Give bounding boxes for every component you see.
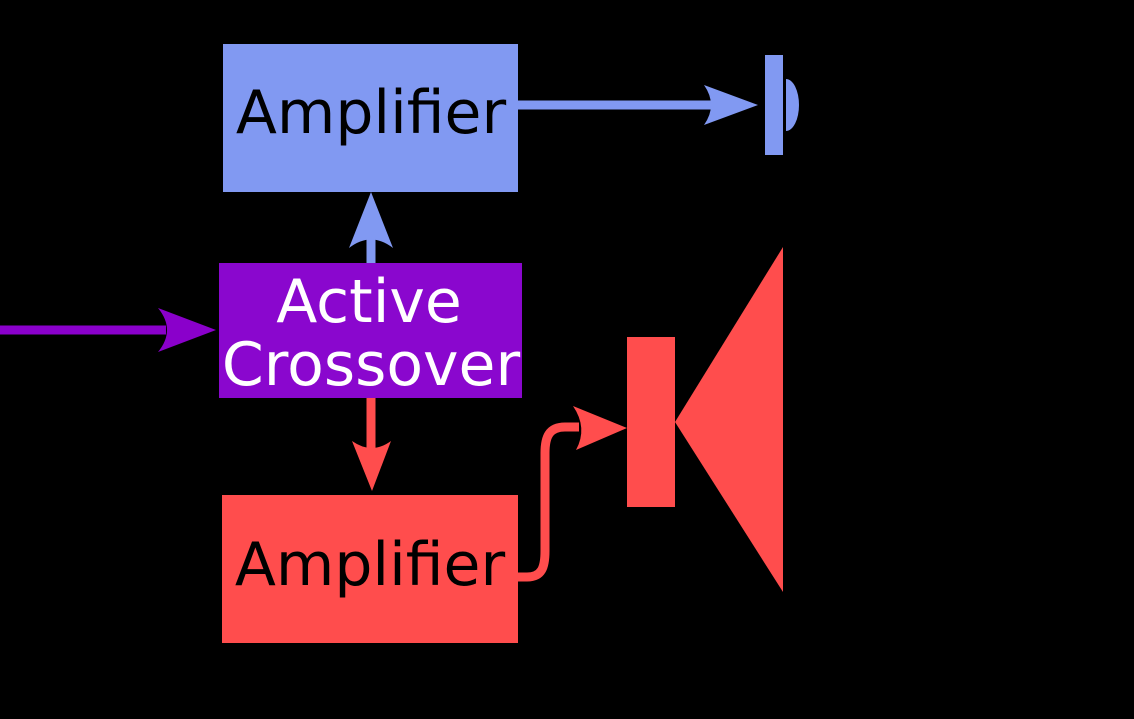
high-amplifier-label: Amplifier [236, 78, 507, 148]
tweeter-dome [786, 79, 799, 131]
high-amplifier-node: Amplifier [223, 44, 518, 192]
low-amplifier-box [222, 495, 518, 643]
tweeter-speaker-icon [765, 55, 799, 155]
woofer-speaker-icon [627, 247, 783, 592]
audio-input-arrowhead-icon [158, 308, 216, 352]
low-output-line [517, 422, 579, 582]
woofer-magnet [627, 337, 675, 507]
active-crossover-label-line1: Active [276, 267, 462, 337]
low-frequency-arrowhead-icon [352, 441, 391, 491]
woofer-cone [675, 247, 783, 592]
high-frequency-arrow [349, 192, 393, 263]
high-output-arrow [518, 85, 758, 125]
active-crossover-box [219, 263, 522, 398]
low-amplifier-label: Amplifier [235, 530, 506, 600]
low-frequency-arrow [352, 398, 391, 491]
low-output-arrow [517, 406, 627, 582]
high-frequency-arrowhead-icon [349, 192, 393, 248]
active-crossover-node: Active Crossover [219, 263, 522, 400]
audio-input-arrow [0, 308, 216, 352]
high-output-arrowhead-icon [704, 85, 758, 125]
high-amplifier-box [223, 44, 518, 192]
low-amplifier-node: Amplifier [222, 495, 518, 643]
low-output-arrowhead-icon [573, 406, 627, 450]
tweeter-baffle [765, 55, 783, 155]
active-crossover-label-line2: Crossover [222, 330, 521, 400]
